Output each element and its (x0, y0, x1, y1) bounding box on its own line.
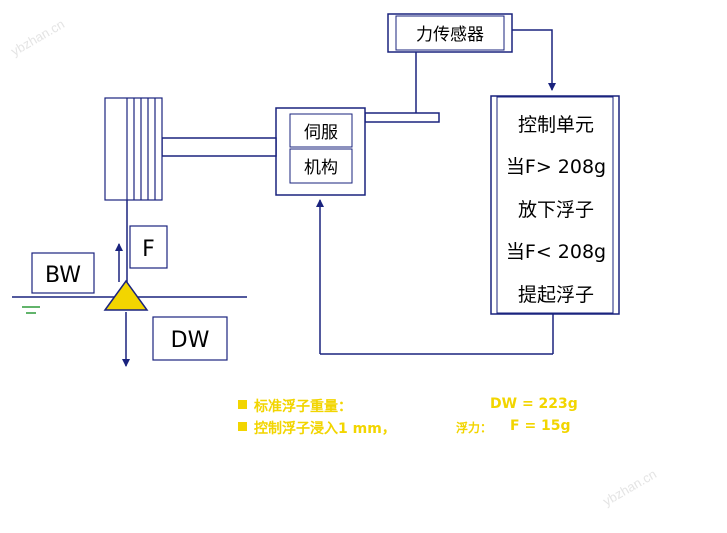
f-label: F (142, 237, 155, 262)
dw-label-box (152, 316, 228, 361)
wire-drum (104, 97, 163, 201)
force-sensor-label: 力传感器 (416, 25, 484, 45)
float-triangle (103, 279, 149, 311)
bullet-icon (238, 422, 247, 431)
servo-label-2: 机构 (304, 158, 338, 178)
note-immersion-text: 控制浮子浸入1 mm， (254, 421, 396, 437)
note-standard-weight-text: 标准浮子重量： (254, 399, 352, 415)
beam (364, 112, 440, 123)
notes: 标准浮子重量： DW = 223g 控制浮子浸入1 mm， 浮力： F = 15… (238, 396, 658, 440)
f-label-box (129, 225, 168, 269)
servo-box: 伺服 机构 (275, 107, 366, 196)
servo-label-1: 伺服 (304, 123, 338, 143)
control-action-raise: 提起浮子 (518, 284, 594, 306)
control-condition-lt: 当F< 208g (506, 241, 606, 263)
note-standard-weight-value: DW = 223g (490, 396, 578, 412)
bullet-icon (238, 400, 247, 409)
note-buoyancy-value: F = 15g (510, 418, 571, 434)
control-unit-title: 控制单元 (518, 114, 594, 136)
control-action-lower: 放下浮子 (518, 199, 594, 221)
dw-label: DW (171, 328, 210, 353)
control-condition-gt: 当F> 208g (506, 156, 606, 178)
note-standard-weight: 标准浮子重量： DW = 223g (238, 396, 658, 418)
note-immersion: 控制浮子浸入1 mm， 浮力： F = 15g (238, 418, 658, 440)
control-unit-box: 控制单元 当F> 208g 放下浮子 当F< 208g 提起浮子 (490, 95, 620, 315)
note-buoyancy-label: 浮力： (456, 421, 493, 435)
sensor-to-control-arrow (512, 29, 556, 91)
shaft (161, 137, 277, 157)
bw-label-box (31, 252, 95, 294)
force-sensor-box: 力传感器 (387, 13, 513, 53)
bw-label: BW (45, 263, 81, 288)
